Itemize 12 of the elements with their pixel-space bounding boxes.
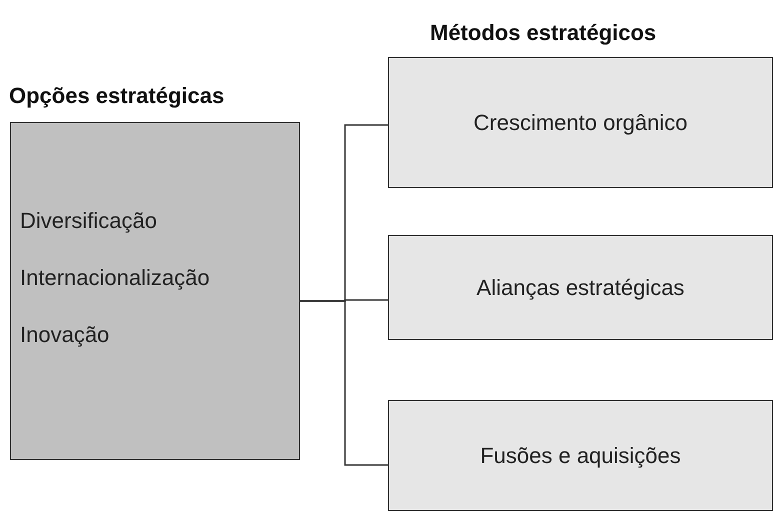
method-box: [388, 400, 773, 511]
method-box: [388, 57, 773, 188]
option-text: Inovação: [20, 322, 110, 348]
method-text: Alianças estratégicas: [476, 274, 684, 300]
method-box: [388, 235, 773, 340]
connector-line: [300, 300, 388, 466]
method-text: Crescimento orgânico: [474, 110, 688, 136]
column-heading: Opções estratégicas: [9, 83, 224, 109]
column-heading: Métodos estratégicos: [430, 20, 656, 46]
option-text: Diversificação: [20, 208, 157, 234]
method-text: Fusões e aquisições: [480, 442, 681, 468]
option-text: Internacionalização: [20, 265, 210, 291]
